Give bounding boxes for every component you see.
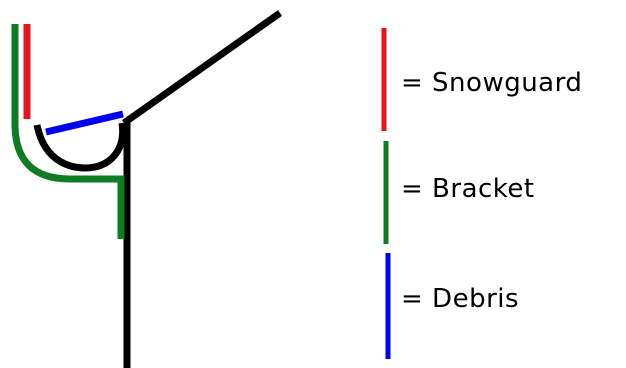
legend-label-debris: = Debris	[401, 284, 519, 314]
legend-label-bracket: = Bracket	[401, 174, 535, 204]
bracket-line	[11, 24, 125, 239]
debris-line	[45, 110, 124, 136]
legend-label-snowguard: = Snowguard	[401, 68, 582, 98]
gutter	[33, 122, 127, 172]
structure	[33, 10, 283, 368]
legend-item-bracket: = Bracket	[383, 141, 535, 244]
roof-line	[121, 10, 283, 126]
legend-item-debris: = Debris	[385, 253, 519, 359]
legend-item-snowguard: = Snowguard	[381, 28, 582, 131]
legend: = Snowguard = Bracket = Debris	[381, 28, 582, 359]
